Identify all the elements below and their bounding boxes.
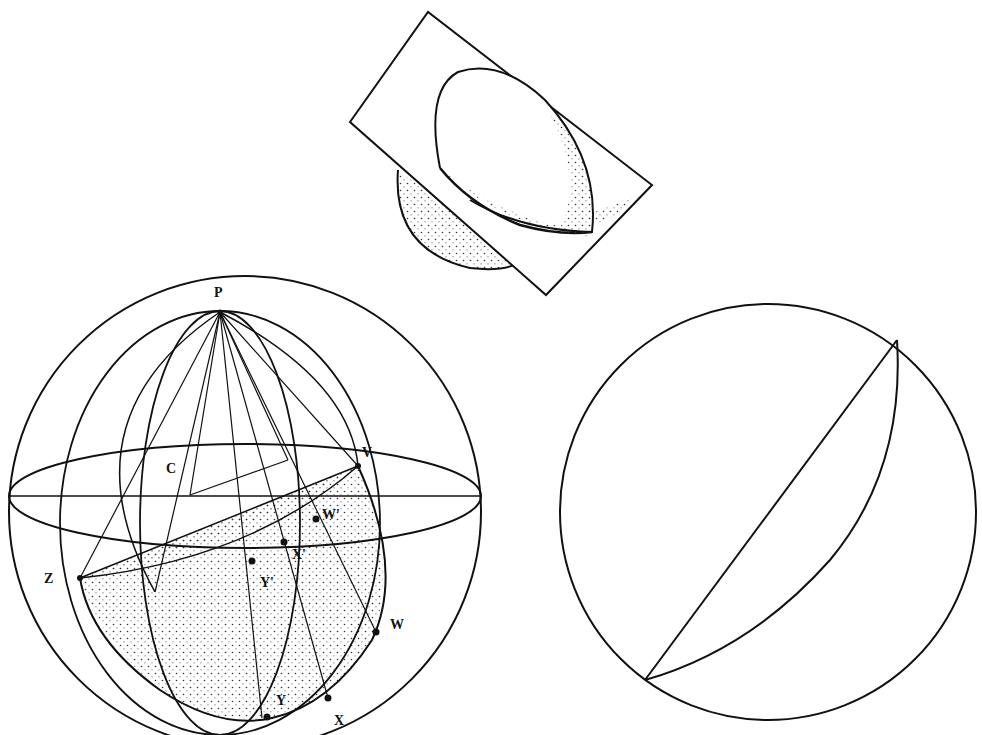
point-label: W [390,618,404,632]
point-label: Z [44,572,53,586]
point-label: W' [322,508,340,522]
point-label: P [214,286,223,300]
point-label: X' [292,548,306,562]
point-label: V [362,446,372,460]
point-label: C [166,462,176,476]
point-label: Y' [260,576,274,590]
point-label: Y [276,694,286,708]
point-label: X [334,714,344,728]
